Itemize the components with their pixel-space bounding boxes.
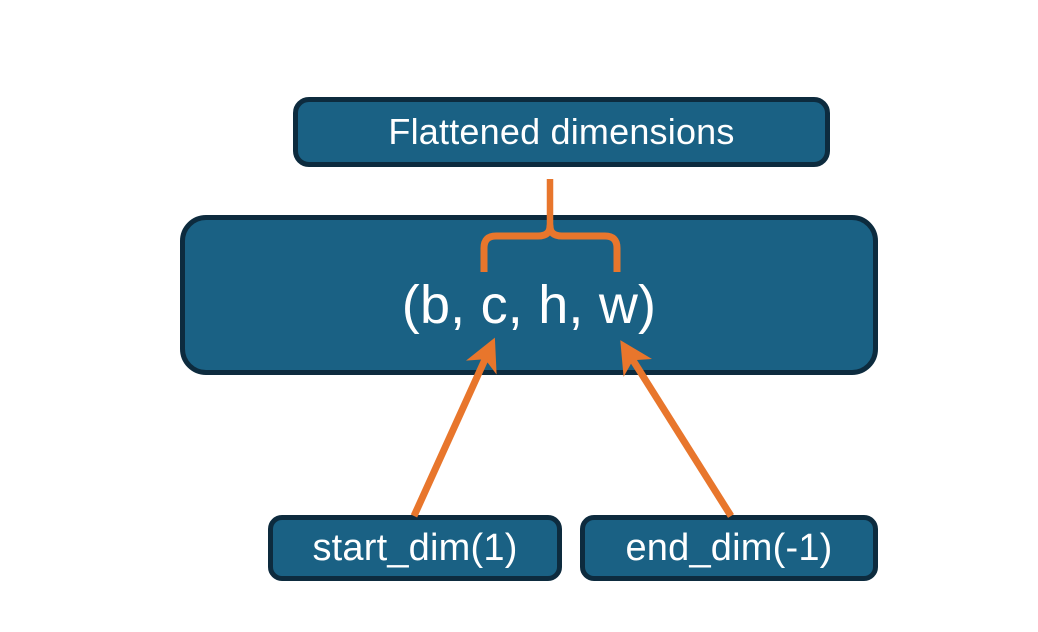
end-dim-arrow	[620, 340, 734, 518]
brace-connector	[480, 222, 621, 272]
start-dim-arrow	[410, 337, 497, 518]
